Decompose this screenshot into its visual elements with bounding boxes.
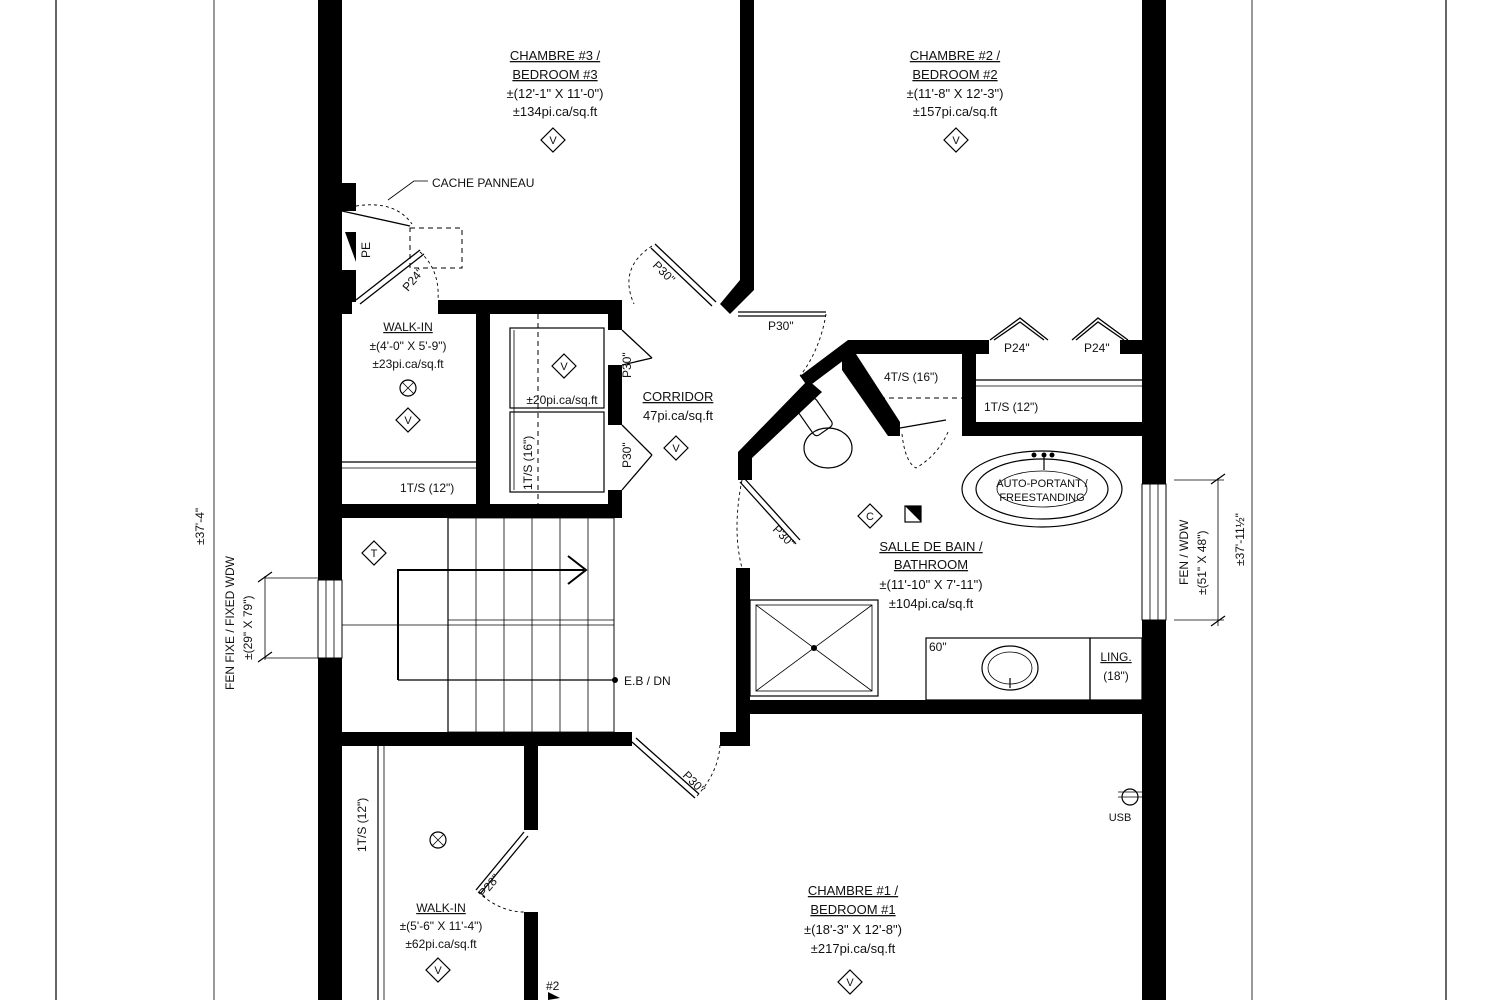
toilet: [797, 397, 853, 469]
vanity: [925, 637, 1143, 701]
vanity-label: 60": [929, 640, 947, 654]
walkin-top-name: WALK-IN: [383, 320, 433, 334]
bedroom3-name-en: BEDROOM #3: [512, 67, 597, 82]
bathroom-area: ±104pi.ca/sq.ft: [889, 596, 974, 611]
cache-panneau-label: CACHE PANNEAU: [432, 176, 534, 190]
doors: [341, 204, 1129, 913]
shelf-1ts-right-label: 1T/S (12"): [984, 400, 1038, 414]
bedroom2-name-fr: CHAMBRE #2 /: [910, 48, 1001, 63]
window-right-size: ±(51" X 48"): [1195, 531, 1209, 595]
tub-label-line2: FREESTANDING: [999, 492, 1084, 504]
annotations: CACHE PANNEAU PE P24" P30" P30" P30" P30…: [193, 176, 1247, 993]
p30-closet-upper-label: P30": [620, 352, 634, 378]
bedroom2-tag: V: [952, 135, 960, 147]
room-tags: [361, 127, 969, 995]
shelf-1ts-vertical-label: 1T/S (16"): [521, 436, 535, 490]
tag-diamond-bathroom: [857, 503, 883, 529]
window-left: [317, 579, 343, 659]
stair-tag: T: [371, 548, 378, 560]
pe-label: PE: [359, 242, 373, 258]
p24-closet-a-label: P24": [1004, 341, 1030, 355]
walkin-bottom-tag: V: [434, 965, 442, 977]
bedroom3-dims: ±(12'-1" X 11'-0"): [507, 86, 604, 101]
dim-left: ±37'-4": [193, 508, 207, 545]
walkin-bottom-area: ±62pi.ca/sq.ft: [405, 937, 477, 951]
shelf-1ts-walkin-label: 1T/S (12"): [400, 481, 454, 495]
p24-closet-b-label: P24": [1084, 341, 1110, 355]
bedroom2-name-en: BEDROOM #2: [912, 67, 997, 82]
dim-right: ±37'-11½": [1233, 513, 1247, 566]
usb-label: USB: [1109, 812, 1132, 824]
stairs: [342, 517, 618, 733]
bathroom-tag: C: [866, 511, 874, 523]
window-left-size: ±(29" X 79"): [241, 596, 255, 660]
symbols: [387, 180, 1142, 1000]
bedroom1-area: ±217pi.ca/sq.ft: [811, 941, 896, 956]
walkin-bottom-dims: ±(5'-6" X 11'-4"): [400, 919, 483, 933]
p30-closet-lower-label: P30": [620, 442, 634, 468]
p30-top-right-label: P30": [768, 319, 794, 333]
bedroom1-dims: ±(18'-3" X 12'-8"): [804, 922, 902, 937]
shelves: [342, 314, 1142, 1000]
bedroom1-name-en: BEDROOM #1: [810, 902, 895, 917]
bedroom2-area: ±157pi.ca/sq.ft: [913, 104, 998, 119]
walkin-bottom-name: WALK-IN: [416, 901, 466, 915]
stairs-label: E.B / DN: [624, 674, 671, 688]
bedroom2-dims: ±(11'-8" X 12'-3"): [907, 86, 1004, 101]
bathroom-name-fr: SALLE DE BAIN /: [879, 539, 983, 554]
walkin-top-area: ±23pi.ca/sq.ft: [372, 357, 444, 371]
window-right-name: FEN / WDW: [1177, 519, 1191, 585]
room-labels: CHAMBRE #3 / BEDROOM #3 ±(12'-1" X 11'-0…: [369, 48, 1003, 989]
bathroom-dims: ±(11'-10" X 7'-11"): [879, 577, 982, 592]
marker-2: #2: [546, 979, 560, 993]
tag-diamond-walkin-bottom: [425, 957, 451, 983]
tub-label-line1: AUTO-PORTANT /: [996, 478, 1088, 490]
linen-size: (18"): [1103, 669, 1129, 683]
window-left-name: FEN FIXE / FIXED WDW: [223, 555, 237, 690]
closet-center-area: ±20pi.ca/sq.ft: [526, 393, 598, 407]
p28-walkin-label: P28": [476, 871, 503, 900]
window-right: [1141, 483, 1167, 621]
bedroom3-name-fr: CHAMBRE #3 /: [510, 48, 601, 63]
bedroom1-name-fr: CHAMBRE #1 /: [808, 883, 899, 898]
tag-diamond-closet: [551, 353, 577, 379]
p30-bedroom1-label: P30": [680, 768, 708, 796]
corridor-tag: V: [672, 443, 680, 455]
bedroom1-tag: V: [846, 977, 854, 989]
tag-diamond-bedroom3: [540, 127, 566, 153]
corridor-name: CORRIDOR: [643, 389, 714, 404]
tag-diamond-walkin-top: [395, 407, 421, 433]
tag-diamond-bedroom2: [943, 127, 969, 153]
closet-center-tag: V: [560, 361, 568, 373]
p30-bath-label: P30": [770, 522, 798, 550]
shelf-4ts-label: 4T/S (16"): [884, 370, 938, 384]
bedroom3-tag: V: [549, 135, 557, 147]
bathtub: [961, 450, 1123, 528]
walkin-top-dims: ±(4'-0" X 5'-9"): [369, 339, 446, 353]
bathroom-name-en: BATHROOM: [894, 557, 968, 572]
bedroom3-area: ±134pi.ca/sq.ft: [513, 104, 598, 119]
exterior-walls: [318, 0, 1166, 1000]
shower: [749, 599, 879, 697]
tag-diamond-corridor: [663, 435, 689, 461]
dimension-lines: [257, 473, 1226, 663]
corridor-area: 47pi.ca/sq.ft: [643, 408, 713, 423]
tag-diamond-bedroom1: [837, 969, 863, 995]
shelf-1ts-lower-label: 1T/S (12"): [355, 798, 369, 852]
sheet-border: [55, 0, 1447, 1000]
linen-name: LING.: [1100, 650, 1131, 664]
tag-diamond-stair: [361, 540, 387, 566]
interior-walls: [342, 0, 1142, 1000]
walkin-top-tag: V: [404, 415, 412, 427]
